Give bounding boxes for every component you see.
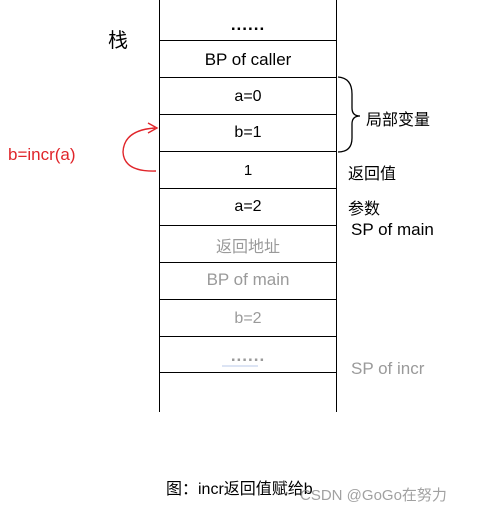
assign-label: b=incr(a)	[8, 145, 76, 164]
assign-arrow	[122, 127, 157, 172]
watermark: CSDN @GoGo在努力	[300, 487, 447, 504]
stack-divider	[159, 77, 337, 78]
stack-cell-b2: b=2	[234, 310, 262, 327]
stack-cell-a0: a=0	[234, 88, 262, 105]
stack-divider	[159, 262, 337, 263]
local-vars-brace	[337, 76, 361, 153]
stack-divider	[159, 336, 337, 337]
stack-divider	[159, 114, 337, 115]
stack-cell-a2: a=2	[234, 198, 262, 215]
stack-divider	[159, 372, 337, 373]
return-value-label: 返回值	[348, 164, 397, 183]
stack-divider	[159, 299, 337, 300]
stack-label: 栈	[108, 28, 128, 52]
stack-cell-return-address: 返回地址	[215, 237, 280, 256]
stack-divider	[159, 151, 337, 152]
stack-divider	[159, 225, 337, 226]
assign-arrowhead	[147, 122, 159, 134]
stack-cell-b1: b=1	[234, 124, 262, 141]
stack-divider	[159, 188, 337, 189]
stack-divider	[159, 40, 337, 41]
sp-main-label: SP of main	[351, 220, 434, 239]
sp-incr-label: SP of incr	[351, 359, 425, 378]
stack-cell-bp-caller: BP of caller	[204, 50, 292, 69]
params-label: 参数	[348, 199, 381, 218]
stack-cell-ellipsis-top: ......	[230, 15, 266, 34]
stack-frame	[159, 0, 337, 412]
stack-cell-return-value: 1	[243, 162, 253, 179]
local-vars-label: 局部变量	[366, 110, 431, 129]
figure-caption: 图：incr返回值赋给b	[166, 481, 313, 498]
stack-cell-ellipsis-bottom: ......	[230, 346, 266, 365]
stack-cell-bp-main: BP of main	[206, 270, 290, 289]
